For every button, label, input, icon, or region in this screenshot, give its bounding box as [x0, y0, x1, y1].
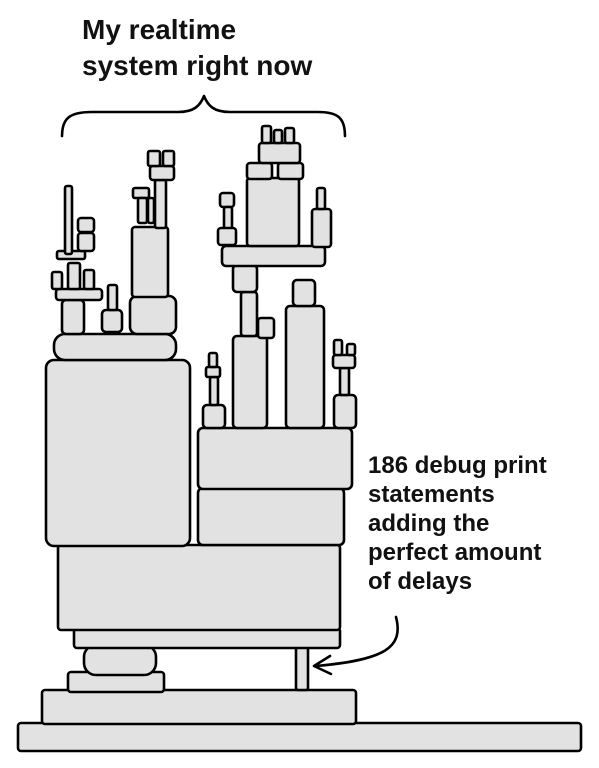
big-left-block: [44, 358, 192, 548]
left-foot: [82, 643, 158, 677]
mid-left-column: [130, 225, 170, 299]
mid-top-cap: [148, 164, 176, 182]
far-right-base: [332, 393, 358, 430]
diagram-title: My realtime system right now: [82, 12, 312, 84]
pointer-arrowhead: [312, 654, 333, 676]
note-line-1: 186 debug print: [368, 452, 547, 479]
base-slab: [16, 721, 583, 753]
mid-top-tab-b: [161, 149, 176, 168]
note-line-2: statements: [368, 481, 495, 508]
note-line-4: perfect amount: [368, 539, 542, 566]
base-step: [40, 688, 358, 726]
right-left-peg-top: [218, 191, 236, 209]
note-line-5: of delays: [368, 568, 473, 595]
debug-print-annotation: 186 debug print statements adding the pe…: [368, 451, 547, 596]
right-arm-left: [245, 161, 274, 181]
left-peg-c: [82, 268, 96, 291]
mid-mast: [153, 178, 168, 230]
far-right-stem: [338, 366, 351, 397]
right-side-stem: [315, 186, 327, 211]
right-post-a: [231, 334, 269, 430]
main-body: [56, 543, 342, 632]
right-left-peg-stem: [222, 205, 234, 231]
left-cap-plate: [52, 332, 178, 362]
mid-mast-peg: [136, 196, 149, 225]
right-post-b: [284, 304, 326, 430]
mid-mast-peg-b: [146, 196, 156, 225]
mid-top-tab-a: [146, 149, 162, 168]
curly-brace: [60, 94, 347, 138]
left-nub-top: [76, 216, 96, 234]
right-post-a-stem: [239, 290, 259, 338]
left-peg-b: [66, 261, 82, 291]
right-top-tab-c: [283, 126, 296, 145]
note-line-3: adding the: [368, 510, 490, 537]
small-right-base: [201, 403, 227, 430]
small-right-tab: [207, 351, 219, 369]
right-post-a-nub: [256, 316, 276, 340]
far-right-tab-a: [332, 338, 344, 357]
left-mast: [63, 184, 74, 256]
left-crossbar: [54, 287, 104, 302]
right-left-peg-base: [216, 226, 238, 247]
small-post: [100, 308, 124, 334]
small-right-stem: [208, 375, 220, 407]
debug-stilt: [294, 644, 310, 692]
small-right-cap: [204, 365, 222, 379]
far-right-tab-b: [345, 342, 357, 357]
right-arm-right: [276, 161, 305, 181]
right-top-tab-a: [260, 124, 273, 145]
far-right-cap: [331, 353, 357, 370]
right-tower-body: [245, 176, 301, 248]
right-top-cap: [257, 141, 302, 165]
right-side-slab: [310, 207, 333, 249]
left-nub-bottom: [76, 231, 96, 253]
right-block-upper: [196, 426, 354, 491]
right-block-lower: [196, 486, 346, 547]
mid-left-base: [128, 294, 178, 336]
mid-mast-arm: [131, 186, 151, 200]
right-crossbar: [220, 244, 327, 268]
left-post-a: [60, 298, 86, 336]
right-post-a-cap: [231, 263, 259, 294]
title-line-2: system right now: [82, 50, 313, 81]
pointer-arrow: [314, 615, 399, 668]
small-post-stem: [106, 283, 119, 312]
right-top-tab-b: [272, 128, 284, 145]
right-post-b-cap: [291, 278, 317, 308]
title-line-1: My realtime: [82, 14, 237, 45]
left-peg-a: [50, 270, 64, 291]
